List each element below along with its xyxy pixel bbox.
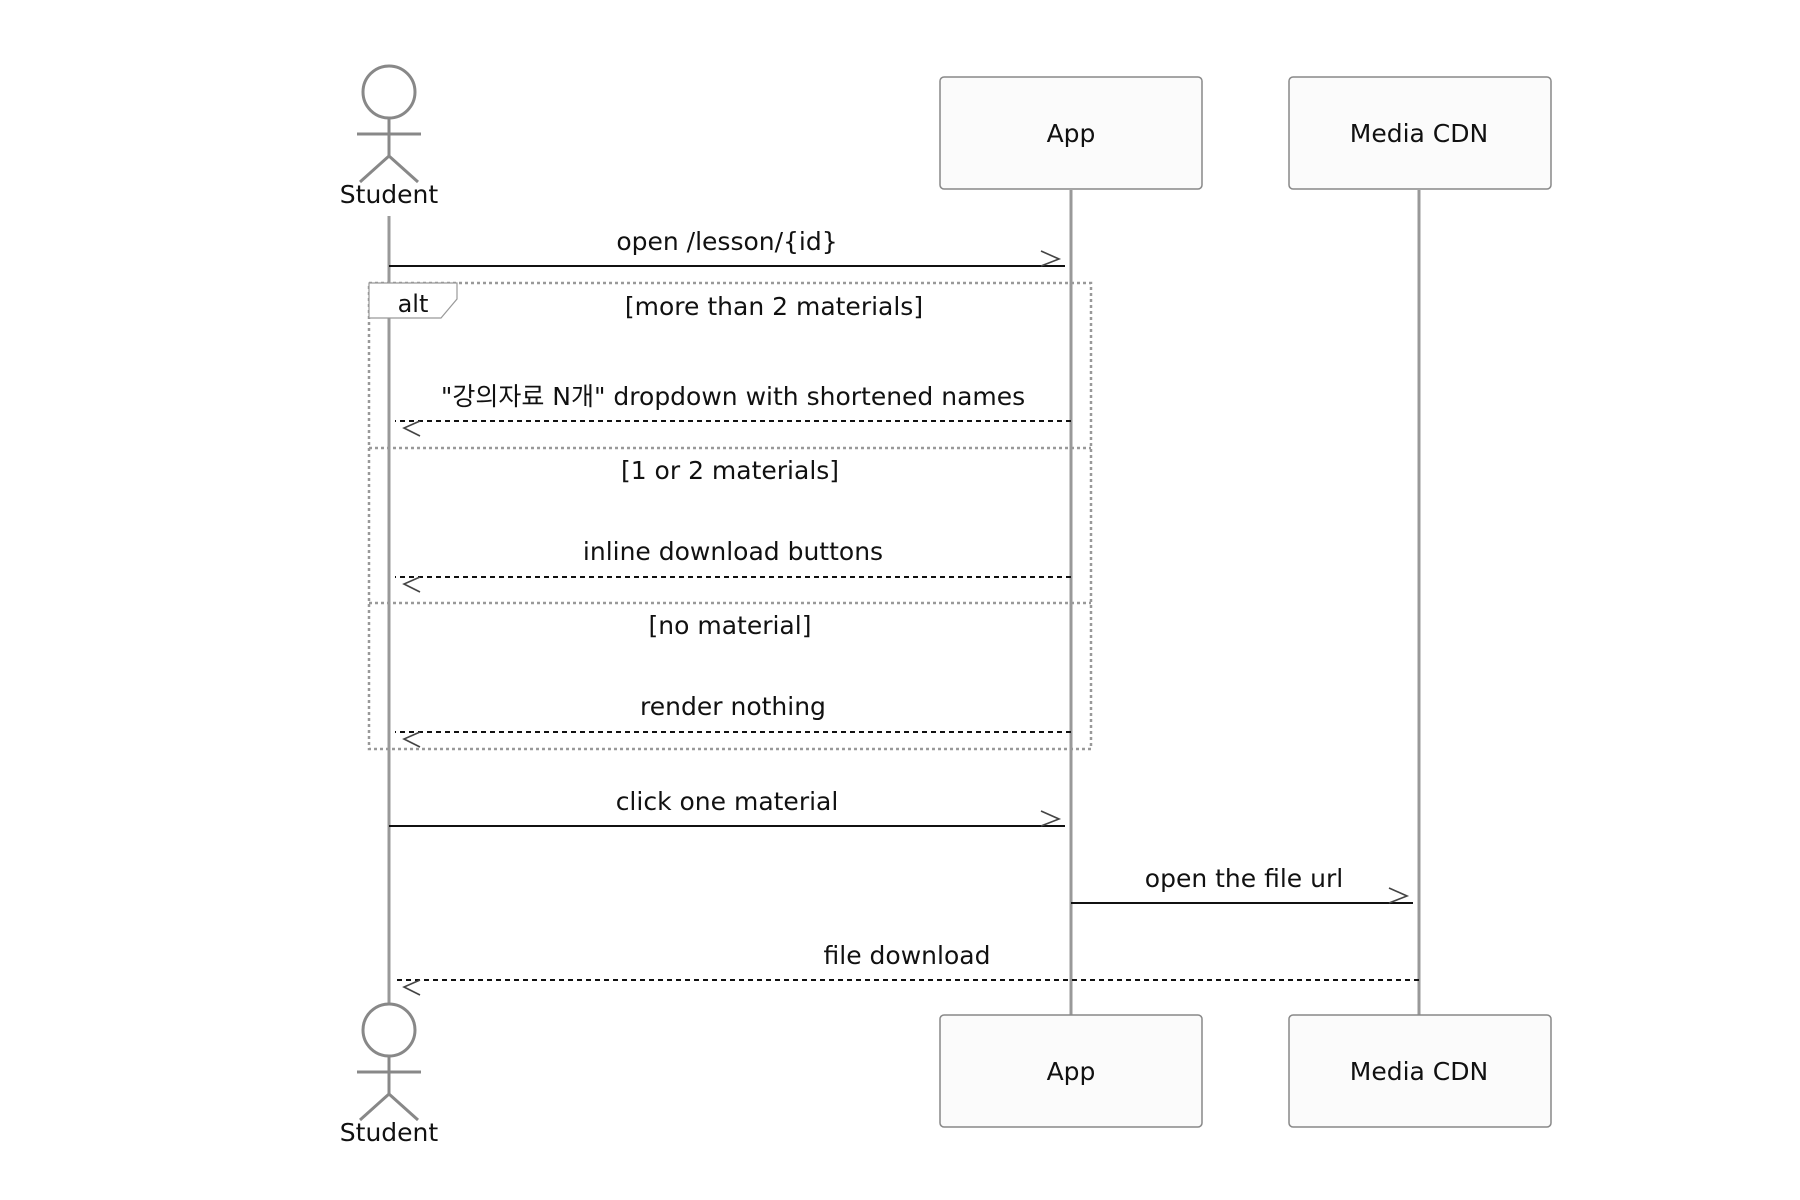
app-label-bottom: App [1047, 1057, 1096, 1086]
message-render-nothing-label: render nothing [640, 692, 826, 721]
message-open-file-url: open the file url [1071, 864, 1413, 904]
stick-figure-icon [357, 64, 421, 184]
message-click-material-label: click one material [616, 787, 839, 816]
open-arrowhead-icon [402, 731, 421, 748]
student-label-bottom: Student [340, 1118, 439, 1147]
guard-none: [no material] [649, 611, 812, 640]
open-arrowhead-icon [402, 576, 421, 593]
message-file-download-label: file download [824, 941, 991, 970]
student-actor-top: Student [340, 64, 439, 209]
guard-more-than-two: [more than 2 materials] [625, 292, 923, 321]
media-cdn-participant-bottom: Media CDN [1288, 1014, 1552, 1128]
message-open-file-url-label: open the file url [1145, 864, 1343, 893]
open-arrowhead-icon [1388, 887, 1410, 904]
app-participant-bottom: App [939, 1014, 1203, 1128]
message-dropdown-label: "강의자료 N개" dropdown with shortened names [441, 382, 1025, 411]
media-cdn-label-top: Media CDN [1350, 119, 1488, 148]
open-arrowhead-icon [402, 420, 421, 437]
student-label-top: Student [340, 180, 439, 209]
message-open-lesson-label: open /lesson/{id} [616, 227, 837, 256]
app-participant-top: App [939, 76, 1203, 190]
message-open-lesson: open /lesson/{id} [389, 227, 1065, 267]
alt-label: alt [398, 290, 429, 318]
media-cdn-participant-top: Media CDN [1288, 76, 1552, 190]
alt-tab [368, 282, 458, 319]
alt-frame [367, 281, 1093, 751]
student-actor-bottom: Student [340, 1002, 439, 1147]
message-inline-buttons-label: inline download buttons [583, 537, 883, 566]
media-cdn-label-bottom: Media CDN [1350, 1057, 1488, 1086]
open-arrowhead-icon [402, 979, 421, 996]
open-arrowhead-icon [1040, 810, 1062, 827]
app-label-top: App [1047, 119, 1096, 148]
alt-fragment: alt [more than 2 materials] "강의자료 N개" dr… [367, 281, 1093, 751]
guard-one-or-two: [1 or 2 materials] [621, 456, 839, 485]
open-arrowhead-icon [1040, 250, 1062, 267]
message-click-material: click one material [389, 787, 1065, 827]
stick-figure-icon [357, 1002, 421, 1122]
message-file-download: file download [395, 941, 1419, 996]
